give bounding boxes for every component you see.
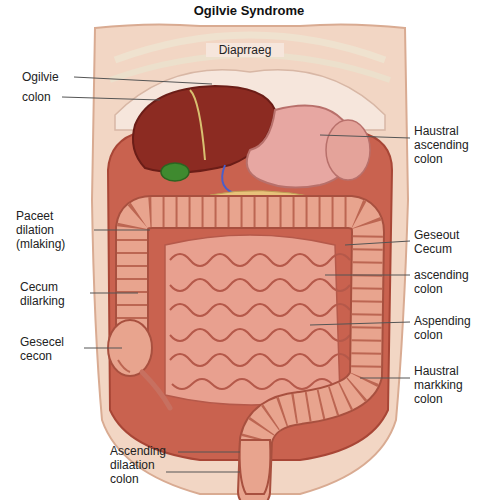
diagram-title: Ogilvie Syndrome [0,3,498,18]
part-label: Haustral ascending colon [414,124,486,166]
part-label: Aspending colon [414,314,492,342]
part-label: ascending colon [414,268,486,296]
part-label: Diaprraeg [206,43,284,57]
part-label: Gesecel cecon [20,335,82,363]
part-label: Haustral markking colon [414,364,490,406]
part-label: colon [22,90,82,104]
part-label: Paceet dilation (mlaking) [16,209,92,251]
part-label: Geseout Cecum [414,228,486,256]
part-label: Ascending dilaation colon [110,444,178,486]
part-label: Cecum dilarking [20,280,88,308]
part-label: Ogilvie [22,70,82,84]
